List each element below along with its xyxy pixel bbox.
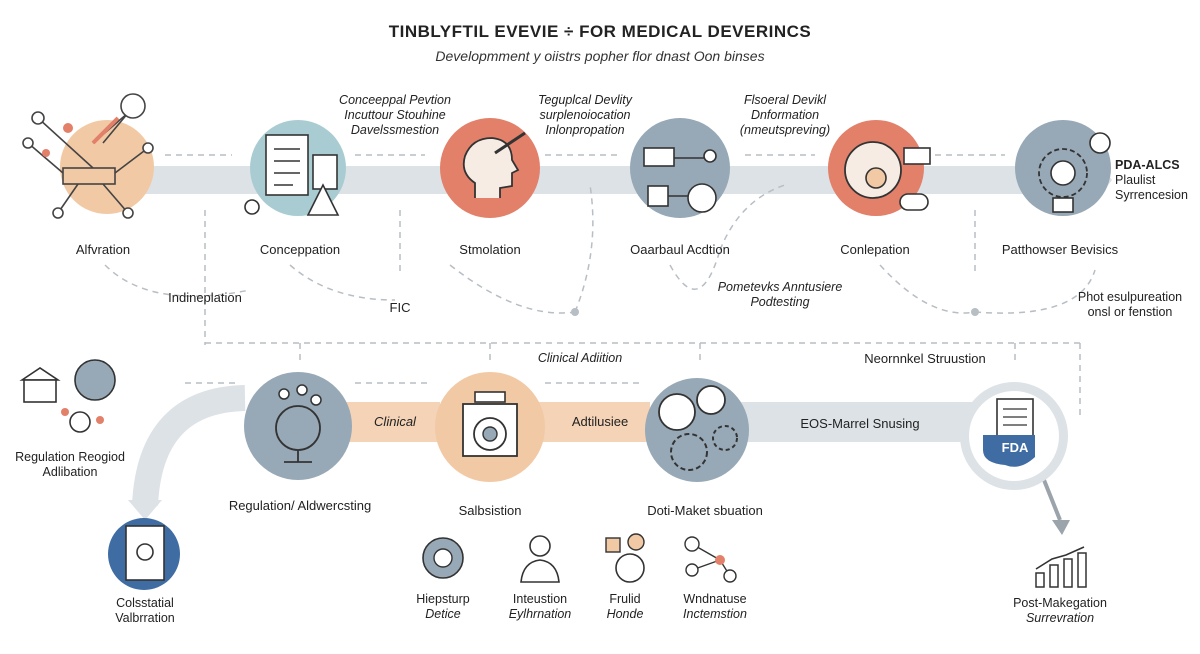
diagram-subtitle: Developmment y oiistrs popher flor dnast… xyxy=(435,48,765,64)
molecule-icon xyxy=(275,384,322,463)
process-icon xyxy=(643,147,717,213)
stage-label-conlepation: Conlepation xyxy=(840,242,910,257)
note-indineplation: Indineplation xyxy=(168,290,242,305)
stage-label-alfvration: Alfvration xyxy=(75,242,131,257)
fda-document-icon xyxy=(983,398,1035,467)
clipboard-icon xyxy=(244,134,340,216)
person-icon xyxy=(520,535,560,583)
note-neomnkel: Neornnkel Struustion xyxy=(864,351,986,366)
note-clinical-adition: Clinical Adiition xyxy=(537,351,623,365)
machine-icon xyxy=(462,391,518,457)
stage-label-oaarbaul-acdtion: Oaarbaul Acdtion xyxy=(630,242,730,257)
network-icon xyxy=(22,93,154,219)
band-label-clinical: Clinical xyxy=(374,414,416,429)
regulation-building-icon xyxy=(19,359,116,433)
band-label-eos: EOS-Marrel Snusing xyxy=(800,416,920,431)
stage-label-stmolation: Stmolation xyxy=(459,242,521,257)
head-icon xyxy=(462,131,526,198)
network-nodes-icon xyxy=(684,536,737,583)
fda-label: FDA xyxy=(1001,440,1029,455)
gear-device-icon xyxy=(1038,132,1111,213)
brain-gear-icon xyxy=(844,141,931,211)
growth-chart-icon xyxy=(1035,546,1087,588)
stage-label-regulation: Regulation/ Aldwercsting xyxy=(228,498,372,513)
diagram-title: TINBLYFTIL EVEVIE ÷ FOR MEDICAL DEVERINC… xyxy=(388,22,812,41)
side-note-pda: PDA-ALCS Plaulist Syrrencesion xyxy=(1115,158,1188,202)
gears-icon xyxy=(658,385,738,471)
note-fic: FIC xyxy=(389,300,411,315)
stage-label-doti-maket: Doti-Maket sbuation xyxy=(647,503,763,518)
stage-label-conceppation: Conceppation xyxy=(259,242,341,257)
device-icon xyxy=(422,537,464,579)
band-label-adtilusiee: Adtilusiee xyxy=(571,414,629,429)
stage-label-salbsistion: Salbsistion xyxy=(458,503,522,518)
document-icon xyxy=(125,525,165,581)
stage-label-patthowser-bevisics: Patthowser Bevisics xyxy=(1001,242,1119,257)
stage-node-alfvration xyxy=(60,120,154,214)
hand-icon xyxy=(605,533,645,583)
